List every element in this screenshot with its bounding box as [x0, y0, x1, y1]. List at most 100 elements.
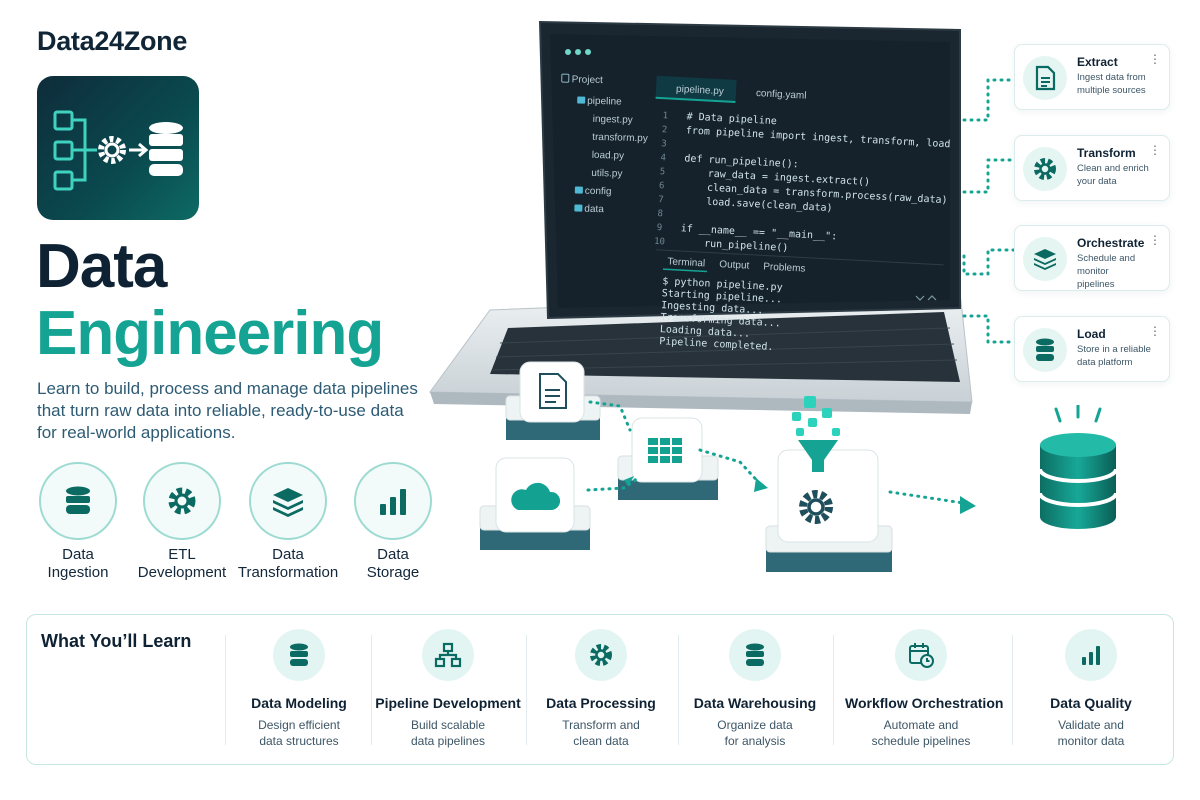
tab-output[interactable]: Output: [719, 259, 750, 272]
more-options-icon[interactable]: ⋮: [1149, 233, 1161, 247]
document-block: [505, 361, 601, 440]
more-options-icon[interactable]: ⋮: [1149, 52, 1161, 66]
step-desc-line1: Ingest data from: [1077, 72, 1146, 83]
learn-item-desc-line2: clean data: [573, 734, 629, 748]
tree-item[interactable]: utils.py: [591, 168, 622, 180]
divider: [526, 635, 527, 745]
divider: [371, 635, 372, 745]
line-number: 7: [658, 195, 664, 205]
learn-item-desc-line1: Organize data: [717, 718, 793, 732]
tab-pipeline-py[interactable]: [655, 75, 737, 102]
divider: [225, 635, 226, 745]
feature-label-line1: Data: [272, 546, 304, 563]
step-desc-line1: Store in a reliable: [1077, 344, 1151, 355]
tree-item[interactable]: data: [584, 204, 604, 216]
step-connectors: [962, 78, 1016, 344]
divider: [678, 635, 679, 745]
step-card-transform[interactable]: Transform Clean and enrich your data ⋮: [1014, 135, 1170, 201]
step-title: Orchestrate: [1077, 236, 1145, 250]
gear-icon: [1023, 147, 1067, 191]
learn-item-desc-line2: data structures: [259, 734, 339, 748]
step-desc-line2: your data: [1077, 176, 1117, 187]
hero-title-line2: Engineering: [36, 299, 384, 368]
learn-item-desc-line2: for analysis: [724, 734, 786, 748]
explorer-title: Project: [572, 74, 604, 86]
tree-item[interactable]: load.py: [592, 150, 625, 162]
learn-item-data-quality: Data Quality Validate and monitor data: [1015, 629, 1167, 749]
learn-item-desc-line2: data pipelines: [410, 734, 486, 748]
divider: [833, 635, 834, 745]
tab-problems[interactable]: Problems: [763, 261, 806, 274]
table-block: [617, 417, 719, 500]
step-title: Transform: [1077, 146, 1136, 160]
line-number: 9: [657, 223, 663, 233]
processing-block: [765, 396, 893, 572]
panel-chevron-icon[interactable]: [915, 295, 937, 301]
step-title: Load: [1077, 327, 1106, 341]
tree-item[interactable]: config: [585, 186, 612, 198]
calendar-clock-icon: [895, 629, 947, 681]
line-number: 1: [662, 111, 668, 121]
tab-terminal[interactable]: Terminal: [667, 256, 705, 269]
database-cylinder-icon: [1038, 405, 1118, 529]
database-icon: [1023, 328, 1067, 372]
step-card-orchestrate[interactable]: Orchestrate Schedule and monitor pipeline…: [1014, 225, 1170, 291]
tab-label: pipeline.py: [676, 84, 724, 97]
line-number: 8: [657, 209, 663, 219]
step-desc-line2: pipelines: [1077, 279, 1115, 290]
learn-item-desc-line2: monitor data: [1057, 734, 1125, 748]
gear-icon: [575, 629, 627, 681]
hierarchy-icon: [422, 629, 474, 681]
feature-label-line1: ETL: [168, 546, 196, 563]
learn-item-desc-line1: Automate and: [883, 718, 959, 732]
step-desc-line2: data platform: [1077, 357, 1133, 368]
cloud-block: [479, 457, 591, 550]
learn-item-desc-line1: Transform and: [562, 718, 640, 732]
learn-item-desc-line1: Validate and: [1058, 718, 1124, 732]
hero-subtitle: Learn to build, process and manage data …: [37, 379, 418, 442]
folder-icon: [574, 204, 583, 212]
database-icon: [273, 629, 325, 681]
bar-chart-icon: [1065, 629, 1117, 681]
learn-title: What You’ll Learn: [41, 631, 192, 651]
feature-label-line1: Data: [377, 546, 409, 563]
step-card-load[interactable]: Load Store in a reliable data platform ⋮: [1014, 316, 1170, 382]
tree-item[interactable]: pipeline: [587, 96, 622, 108]
bar-chart-icon: [354, 462, 432, 540]
step-desc-line1: Schedule and monitor: [1077, 253, 1136, 277]
line-number: 10: [654, 237, 665, 248]
database-icon: [39, 462, 117, 540]
logo-pipeline-icon: [37, 76, 199, 220]
line-number: 3: [661, 139, 667, 149]
learn-item-title: Data Quality: [1050, 695, 1132, 711]
layers-icon: [1023, 237, 1067, 281]
learn-item-title: Workflow Orchestration: [845, 695, 1004, 711]
line-number: 2: [662, 125, 668, 135]
line-number: 4: [660, 153, 666, 163]
tab-config-yaml[interactable]: config.yaml: [756, 88, 807, 102]
tree-item[interactable]: transform.py: [592, 132, 648, 144]
more-options-icon[interactable]: ⋮: [1149, 324, 1161, 338]
database-icon: [729, 629, 781, 681]
code-line: # Data pipeline: [686, 111, 777, 127]
step-desc-line1: Clean and enrich: [1077, 163, 1149, 174]
feature-label-line2: Ingestion: [47, 564, 109, 581]
more-options-icon[interactable]: ⋮: [1149, 143, 1161, 157]
document-icon: [1023, 56, 1067, 100]
gear-icon: [143, 462, 221, 540]
line-number: 5: [659, 167, 665, 177]
folder-icon: [574, 186, 583, 194]
tree-item[interactable]: ingest.py: [593, 114, 633, 126]
learn-item-title: Data Modeling: [251, 695, 347, 711]
terminal-line: Ingesting data...: [661, 300, 764, 316]
